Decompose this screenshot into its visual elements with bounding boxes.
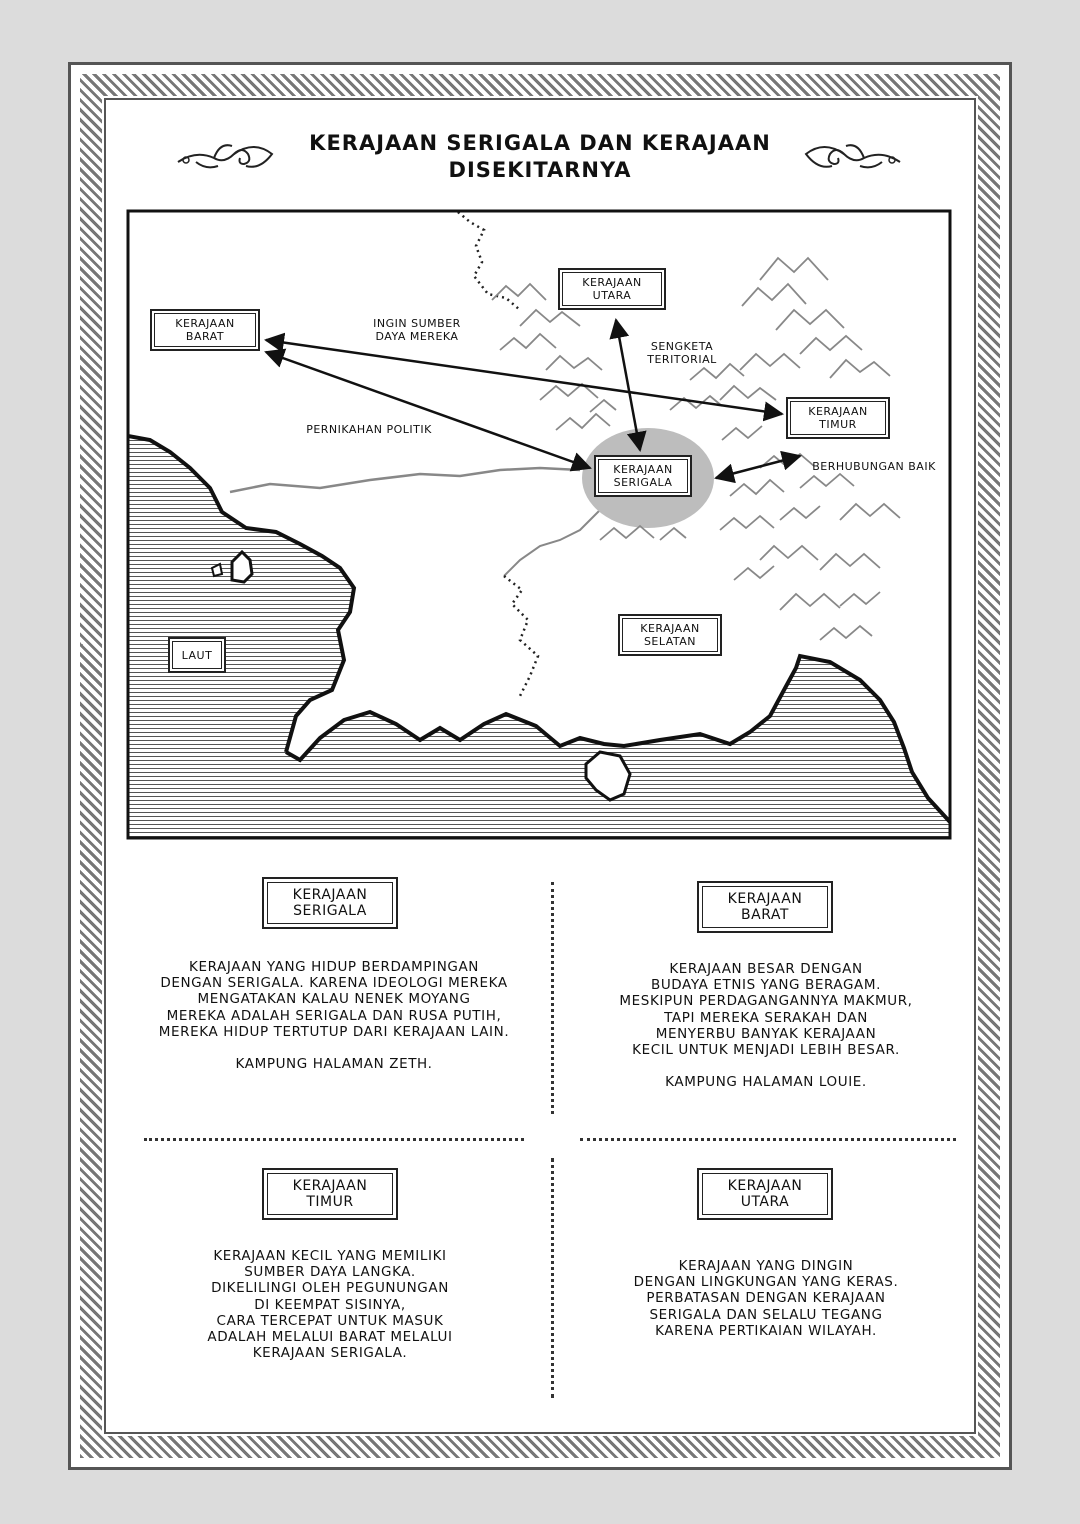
section-title-barat: KERAJAAN BARAT: [697, 881, 833, 933]
map-label-serigala: KERAJAAN SERIGALA: [594, 455, 692, 497]
left-flourish-ornament: [177, 144, 274, 169]
west-island: [230, 549, 254, 584]
relation-arrows: [264, 318, 802, 484]
annotation-sengketa: SENGKETA TERITORIAL: [647, 340, 717, 366]
annotation-pernikahan: PERNIKAHAN POLITIK: [306, 423, 432, 436]
divider-horizontal-left: [144, 1138, 524, 1141]
divider-vertical-bottom: [551, 1158, 554, 1398]
divider-vertical-top: [551, 882, 554, 1114]
page-title: KERAJAAN SERIGALA DAN KERAJAAN DISEKITAR…: [309, 131, 771, 182]
section-title-serigala: KERAJAAN SERIGALA: [262, 877, 398, 929]
map-label-utara: KERAJAAN UTARA: [558, 268, 666, 310]
section-text-utara: KERAJAAN YANG DINGIN DENGAN LINGKUNGAN Y…: [633, 1258, 899, 1339]
map-label-barat: KERAJAAN BARAT: [150, 309, 260, 351]
section-text-timur: KERAJAAN KECIL YANG MEMILIKI SUMBER DAYA…: [207, 1248, 453, 1362]
section-title-utara: KERAJAAN UTARA: [697, 1168, 833, 1220]
right-flourish-ornament: [804, 144, 901, 169]
map-label-selatan: KERAJAAN SELATAN: [618, 614, 722, 656]
section-text-barat: KERAJAAN BESAR DENGAN BUDAYA ETNIS YANG …: [619, 961, 913, 1091]
map-border: [126, 209, 952, 840]
south-island: [584, 750, 632, 802]
divider-horizontal-right: [580, 1138, 956, 1141]
section-text-serigala: KERAJAAN YANG HIDUP BERDAMPINGAN DENGAN …: [158, 959, 510, 1073]
map-label-laut: LAUT: [168, 637, 226, 673]
map-label-timur: KERAJAAN TIMUR: [786, 397, 890, 439]
annotation-ingin-sumber: INGIN SUMBER DAYA MEREKA: [373, 317, 461, 343]
annotation-berhubungan: BERHUBUNGAN BAIK: [812, 460, 936, 473]
section-title-timur: KERAJAAN TIMUR: [262, 1168, 398, 1220]
